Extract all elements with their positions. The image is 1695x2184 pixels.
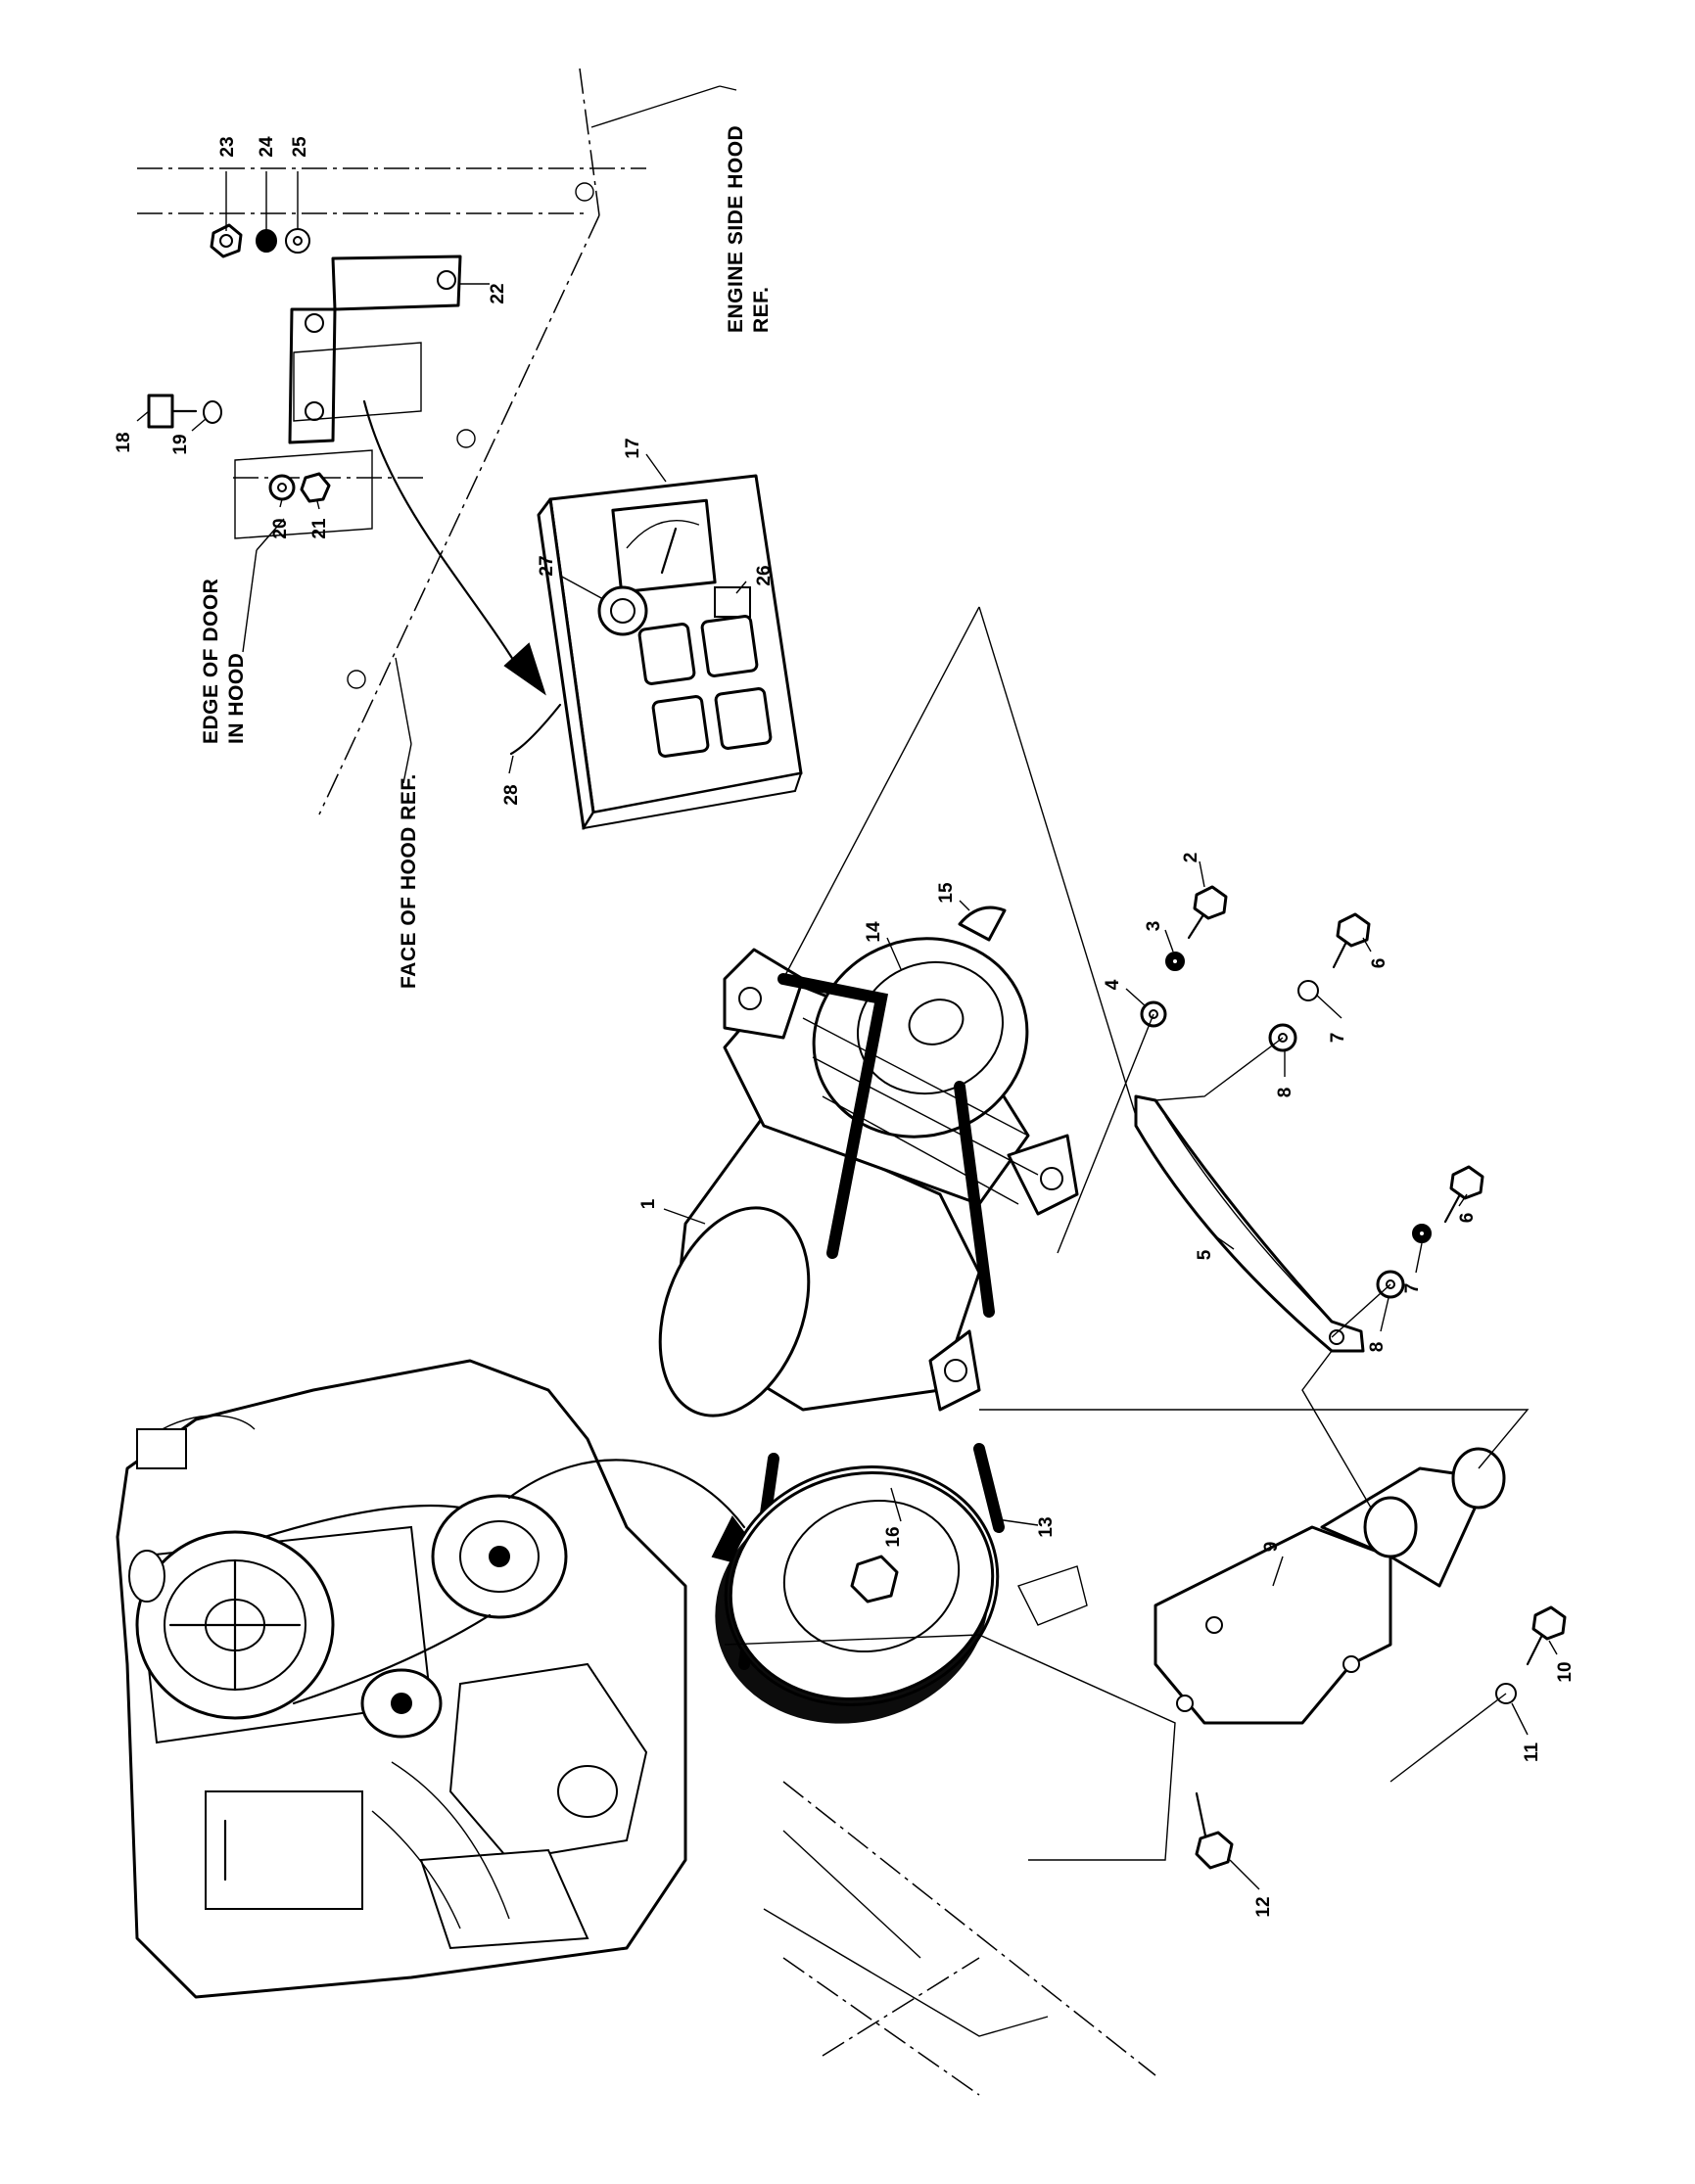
callout-27: 27: [537, 555, 557, 576]
hood-reference-lines: [137, 68, 1156, 2096]
callout-14: 14: [864, 921, 884, 943]
callout-8b: 8: [1367, 1342, 1388, 1353]
hood-fasteners: [347, 182, 594, 689]
callout-9: 9: [1261, 1542, 1282, 1553]
pulley-icon: [715, 1465, 1000, 1724]
callout-7b: 7: [1402, 1283, 1423, 1294]
washer-icon: [1268, 980, 1319, 1052]
callout-12: 12: [1253, 1896, 1274, 1917]
face-of-hood-label: FACE OF HOOD REF.: [398, 773, 420, 989]
nut-icon: [210, 223, 243, 258]
bolt-icon: [1187, 885, 1228, 940]
adjusting-arm-icon: [1134, 1094, 1365, 1353]
callout-16: 16: [883, 1526, 904, 1547]
callout-6a: 6: [1369, 958, 1389, 969]
callout-8a: 8: [1275, 1088, 1295, 1098]
callout-19: 19: [170, 434, 191, 454]
engine-side-hood-label: ENGINE SIDE HOOD: [725, 125, 747, 333]
callout-leaders: [136, 171, 1558, 1890]
bracket-icon: [234, 255, 462, 539]
bolt-icon: [1526, 1605, 1567, 1666]
engine-side-hood-label-2: REF.: [750, 286, 773, 333]
callout-11: 11: [1522, 1743, 1542, 1763]
outlet-box-icon: [509, 474, 803, 830]
callout-3: 3: [1144, 921, 1164, 932]
bolt-icon: [1195, 1791, 1234, 1870]
engine-icon: [116, 1359, 687, 1999]
callout-18: 18: [114, 432, 134, 452]
edge-of-door-label-2: IN HOOD: [225, 653, 248, 744]
callout-6b: 6: [1457, 1213, 1478, 1224]
washer-icon: [203, 400, 222, 424]
engine-outline-lines: [724, 1565, 1176, 2037]
callout-24: 24: [257, 136, 277, 158]
leader-lines: [782, 606, 1530, 1783]
bolt-icon: [1332, 912, 1371, 969]
reference-labels: EDGE OF DOOR IN HOOD FACE OF HOOD REF. E…: [200, 125, 773, 989]
callout-21: 21: [309, 518, 330, 539]
callout-10: 10: [1555, 1661, 1576, 1682]
callout-1: 1: [638, 1198, 659, 1209]
bolt-icon: [1443, 1165, 1484, 1224]
bracket-icon: [1154, 1447, 1506, 1725]
callout-22: 22: [488, 283, 508, 303]
callout-20: 20: [270, 518, 291, 538]
washer-icon: [256, 228, 310, 254]
receptacle-icon: [637, 615, 773, 758]
callout-13: 13: [1036, 1516, 1057, 1537]
callout-4: 4: [1103, 979, 1123, 990]
nut-icon: [268, 472, 331, 503]
callout-23: 23: [217, 136, 238, 157]
alternator-icon: [658, 937, 1079, 1417]
arrow-icon: [362, 399, 546, 696]
callout-7a: 7: [1328, 1033, 1348, 1044]
callout-2: 2: [1181, 853, 1201, 863]
callout-25: 25: [290, 136, 310, 158]
callout-28: 28: [501, 784, 522, 805]
key-icon: [958, 906, 1007, 942]
callout-5: 5: [1195, 1249, 1215, 1260]
callout-15: 15: [936, 882, 957, 904]
bolt-icon: [147, 394, 198, 429]
callout-26: 26: [754, 565, 775, 585]
edge-of-door-label: EDGE OF DOOR: [200, 579, 222, 744]
callout-labels: 1 2 3 4 5 6 6 7 7 8 8 9 10 11 12 13 14 1…: [114, 136, 1576, 1918]
washer-icon: [1140, 952, 1185, 1028]
callout-17: 17: [623, 438, 643, 458]
